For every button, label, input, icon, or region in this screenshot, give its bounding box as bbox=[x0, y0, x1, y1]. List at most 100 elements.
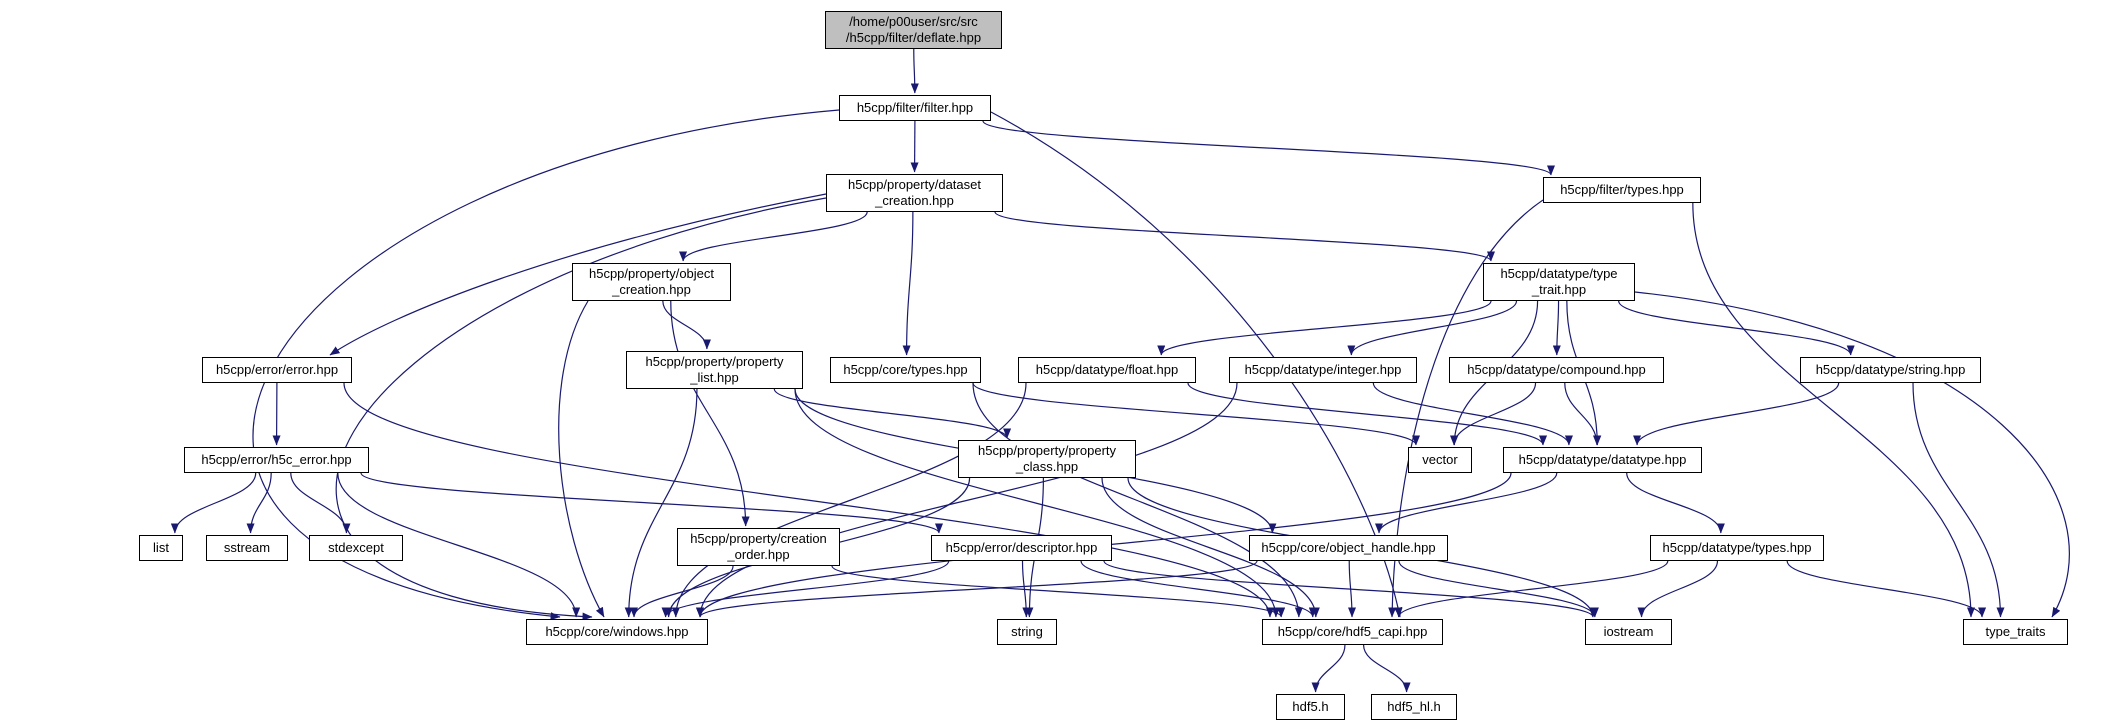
node-label: h5cpp/core/types.hpp bbox=[843, 361, 968, 377]
node-label: h5cpp/datatype/datatype.hpp bbox=[1518, 451, 1687, 467]
graph-node-std-iostream: iostream bbox=[1585, 619, 1672, 645]
node-label: h5cpp/filter/filter.hpp bbox=[856, 99, 974, 115]
graph-edge-core_types-to-hdf5_capi bbox=[972, 382, 1303, 618]
graph-edge-object_handle-to-hdf5_capi bbox=[1348, 560, 1357, 618]
graph-edge-core_types-to-vector bbox=[972, 382, 1420, 446]
node-label: hdf5.h bbox=[1292, 698, 1329, 714]
graph-node-type-trait-hpp[interactable]: h5cpp/datatype/type _trait.hpp bbox=[1483, 263, 1635, 301]
graph-edge-h5c_error-to-stdexcept bbox=[290, 472, 351, 534]
node-label: sstream bbox=[223, 539, 271, 555]
graph-node-datatype-types-hpp[interactable]: h5cpp/datatype/types.hpp bbox=[1650, 535, 1824, 561]
graph-edge-compound-to-vector bbox=[1450, 382, 1537, 446]
graph-edge-filter-to-filter_types bbox=[982, 120, 1555, 176]
graph-edge-string_dt-to-type_traits bbox=[1912, 382, 2005, 618]
graph-node-error-hpp[interactable]: h5cpp/error/error.hpp bbox=[202, 357, 352, 383]
graph-edge-property_list-to-windows bbox=[624, 388, 698, 618]
graph-node-object-creation-hpp[interactable]: h5cpp/property/object _creation.hpp bbox=[572, 263, 731, 301]
graph-edge-datatype-to-dt_types bbox=[1626, 472, 1725, 534]
graph-node-datatype-float-hpp[interactable]: h5cpp/datatype/float.hpp bbox=[1018, 357, 1196, 383]
graph-node-std-string: string bbox=[997, 619, 1057, 645]
graph-node-error-descriptor-hpp[interactable]: h5cpp/error/descriptor.hpp bbox=[931, 535, 1112, 561]
graph-edge-float-to-windows bbox=[671, 382, 1027, 618]
graph-node-property-class-hpp[interactable]: h5cpp/property/property _class.hpp bbox=[958, 440, 1136, 478]
graph-edge-descriptor-to-string_std bbox=[1021, 560, 1031, 618]
graph-node-property-list-hpp[interactable]: h5cpp/property/property _list.hpp bbox=[626, 351, 803, 389]
node-label: h5cpp/property/creation _order.hpp bbox=[690, 530, 827, 562]
graph-node-core-types-hpp[interactable]: h5cpp/core/types.hpp bbox=[830, 357, 981, 383]
node-label: h5cpp/datatype/type _trait.hpp bbox=[1500, 265, 1618, 297]
node-label: h5cpp/error/descriptor.hpp bbox=[945, 539, 1098, 555]
node-label: vector bbox=[1422, 451, 1458, 467]
graph-edge-creation_order-to-windows bbox=[630, 565, 734, 618]
graph-edge-hdf5_capi-to-hdf5_h bbox=[1311, 644, 1346, 693]
node-label: stdexcept bbox=[328, 539, 384, 555]
graph-node-datatype-string-hpp[interactable]: h5cpp/datatype/string.hpp bbox=[1800, 357, 1981, 383]
graph-edge-error-to-hdf5_capi bbox=[343, 382, 1274, 618]
graph-node-hdf5-capi-hpp[interactable]: h5cpp/core/hdf5_capi.hpp bbox=[1262, 619, 1443, 645]
node-label: h5cpp/core/object_handle.hpp bbox=[1261, 539, 1436, 555]
node-label: hdf5_hl.h bbox=[1387, 698, 1441, 714]
node-label: h5cpp/property/property _class.hpp bbox=[977, 442, 1117, 474]
graph-node-dataset-creation-hpp[interactable]: h5cpp/property/dataset _creation.hpp bbox=[826, 174, 1003, 212]
graph-node-creation-order-hpp[interactable]: h5cpp/property/creation _order.hpp bbox=[677, 528, 840, 566]
graph-edge-float-to-datatype bbox=[1187, 382, 1547, 446]
node-label: h5cpp/property/dataset _creation.hpp bbox=[848, 176, 981, 208]
graph-edge-integer-to-windows bbox=[696, 382, 1238, 618]
graph-edge-integer-to-datatype bbox=[1372, 382, 1573, 446]
graph-edge-dataset_creation-to-object_creation bbox=[679, 211, 868, 262]
graph-node-std-list: list bbox=[139, 535, 183, 561]
graph-node-datatype-datatype-hpp[interactable]: h5cpp/datatype/datatype.hpp bbox=[1503, 447, 1702, 473]
graph-edge-h5c_error-to-descriptor bbox=[360, 472, 943, 534]
graph-node-std-stdexcept: stdexcept bbox=[309, 535, 403, 561]
graph-node-deflate-hpp: /home/p00user/src/src /h5cpp/filter/defl… bbox=[825, 11, 1002, 49]
graph-edge-datatype-to-object_handle bbox=[1375, 472, 1558, 534]
graph-edge-type_trait-to-integer bbox=[1347, 300, 1518, 356]
node-label: /home/p00user/src/src /h5cpp/filter/defl… bbox=[845, 13, 982, 45]
graph-node-object-handle-hpp[interactable]: h5cpp/core/object_handle.hpp bbox=[1249, 535, 1448, 561]
graph-edge-object_creation-to-windows bbox=[558, 300, 605, 618]
graph-edge-property_list-to-hdf5_capi bbox=[794, 388, 1280, 618]
graph-edge-descriptor-to-iostream bbox=[1103, 560, 1597, 618]
node-label: h5cpp/error/h5c_error.hpp bbox=[201, 451, 352, 467]
graph-node-hdf5-h: hdf5.h bbox=[1276, 694, 1345, 720]
graph-edge-dt_types-to-type_traits bbox=[1786, 560, 1987, 618]
graph-edge-object_creation-to-property_list bbox=[662, 300, 711, 350]
node-label: iostream bbox=[1603, 623, 1654, 639]
graph-edge-descriptor-to-windows bbox=[661, 560, 950, 618]
graph-node-std-sstream: sstream bbox=[206, 535, 288, 561]
node-label: h5cpp/datatype/compound.hpp bbox=[1467, 361, 1646, 377]
graph-edge-dataset_creation-to-type_trait bbox=[994, 211, 1495, 262]
graph-edge-type_trait-to-string_dt bbox=[1618, 300, 1855, 356]
node-label: h5cpp/core/hdf5_capi.hpp bbox=[1277, 623, 1428, 639]
graph-node-datatype-compound-hpp[interactable]: h5cpp/datatype/compound.hpp bbox=[1449, 357, 1664, 383]
graph-edge-creation_order-to-hdf5_capi bbox=[831, 565, 1286, 618]
node-label: h5cpp/error/error.hpp bbox=[215, 361, 339, 377]
graph-edge-object_handle-to-iostream bbox=[1398, 560, 1599, 618]
graph-node-h5c-error-hpp[interactable]: h5cpp/error/h5c_error.hpp bbox=[184, 447, 369, 473]
node-label: h5cpp/datatype/float.hpp bbox=[1035, 361, 1179, 377]
graph-node-filter-hpp[interactable]: h5cpp/filter/filter.hpp bbox=[839, 95, 991, 121]
graph-edge-property_list-to-property_class bbox=[773, 388, 1011, 439]
graph-edge-dt_types-to-iostream bbox=[1637, 560, 1719, 618]
node-label: h5cpp/datatype/string.hpp bbox=[1815, 361, 1966, 377]
graph-edge-object_creation-to-creation_order bbox=[670, 300, 750, 527]
graph-edge-h5c_error-to-sstream bbox=[246, 472, 272, 534]
graph-edge-string_dt-to-datatype bbox=[1633, 382, 1840, 446]
graph-node-core-windows-hpp[interactable]: h5cpp/core/windows.hpp bbox=[526, 619, 708, 645]
graph-node-std-vector: vector bbox=[1408, 447, 1472, 473]
graph-node-filter-types-hpp[interactable]: h5cpp/filter/types.hpp bbox=[1543, 177, 1701, 203]
graph-node-std-type-traits: type_traits bbox=[1963, 619, 2068, 645]
graph-node-datatype-integer-hpp[interactable]: h5cpp/datatype/integer.hpp bbox=[1229, 357, 1417, 383]
node-label: h5cpp/datatype/types.hpp bbox=[1662, 539, 1812, 555]
graph-edge-deflate-to-filter bbox=[910, 48, 919, 94]
node-label: h5cpp/datatype/integer.hpp bbox=[1244, 361, 1402, 377]
graph-edge-type_trait-to-float bbox=[1157, 300, 1492, 356]
node-label: h5cpp/filter/types.hpp bbox=[1560, 181, 1684, 197]
graph-edge-dataset_creation-to-core_types bbox=[902, 211, 914, 356]
node-label: h5cpp/property/property _list.hpp bbox=[645, 353, 784, 385]
graph-edge-object_handle-to-windows bbox=[696, 560, 1258, 618]
graph-edge-compound-to-datatype bbox=[1564, 382, 1601, 446]
node-label: h5cpp/property/object _creation.hpp bbox=[588, 265, 715, 297]
graph-edge-dt_types-to-hdf5_capi bbox=[1394, 560, 1669, 618]
